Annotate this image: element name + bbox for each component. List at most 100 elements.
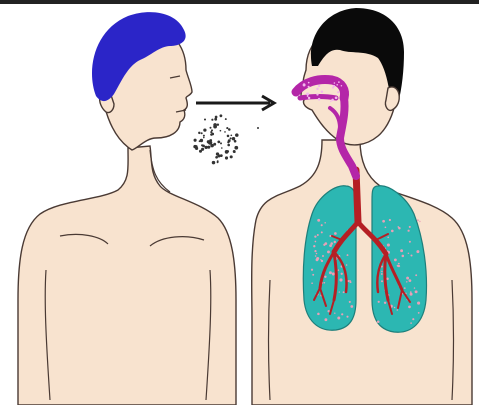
alveolus xyxy=(349,301,351,303)
alveolus xyxy=(316,253,318,255)
alveolus xyxy=(386,278,389,281)
alveolus xyxy=(317,313,320,316)
droplet xyxy=(230,134,232,136)
alveolus xyxy=(409,241,411,243)
airway-droplet xyxy=(318,85,320,87)
arrow-right-icon xyxy=(196,96,274,110)
alveolus xyxy=(320,259,321,260)
alveolus xyxy=(402,255,405,258)
droplet xyxy=(227,144,230,147)
alveolus xyxy=(400,249,403,252)
alveolus xyxy=(338,269,340,271)
alveolus xyxy=(324,282,326,284)
droplet xyxy=(225,118,227,120)
alveolus xyxy=(382,220,385,223)
alveolus xyxy=(332,272,335,275)
person-inhaling-icon xyxy=(252,8,472,405)
airway-droplet xyxy=(338,81,340,83)
alveolus xyxy=(314,235,316,237)
alveolus xyxy=(322,255,324,257)
airway-droplet xyxy=(308,82,310,84)
alveolus xyxy=(377,321,380,324)
airway-droplet xyxy=(330,101,331,102)
airway-droplet xyxy=(316,93,318,95)
airway-droplet xyxy=(321,91,323,93)
alveolus xyxy=(415,274,417,276)
alveolus xyxy=(404,287,406,289)
droplet xyxy=(224,131,226,133)
droplet xyxy=(234,151,236,153)
alveolus xyxy=(418,312,420,314)
alveolus xyxy=(406,281,407,282)
droplet xyxy=(203,137,205,139)
alveolus xyxy=(406,277,409,280)
airway-droplet xyxy=(341,85,343,87)
droplet xyxy=(213,123,217,127)
alveolus xyxy=(378,301,380,303)
left-torso xyxy=(18,146,236,405)
airway-droplet xyxy=(337,91,339,93)
alveolus xyxy=(329,244,332,247)
alveolus xyxy=(347,254,349,256)
alveolus xyxy=(407,230,409,232)
droplet xyxy=(203,128,206,131)
droplet xyxy=(220,130,222,132)
alveolus xyxy=(327,250,330,253)
alveolus xyxy=(324,222,326,224)
alveolus xyxy=(397,265,399,267)
airway-droplet xyxy=(331,99,334,102)
alveolus xyxy=(410,322,412,324)
alveolus xyxy=(316,257,319,260)
alveolus xyxy=(381,280,383,282)
droplet xyxy=(215,116,218,119)
droplet xyxy=(217,141,220,144)
alveolus xyxy=(381,271,382,272)
droplet xyxy=(228,139,231,142)
alveolus xyxy=(408,306,411,309)
droplet xyxy=(213,143,216,146)
droplet xyxy=(204,146,207,149)
droplet xyxy=(234,146,238,150)
droplet xyxy=(200,139,203,142)
alveolus xyxy=(343,291,345,293)
alveolus xyxy=(321,224,323,226)
alveolus xyxy=(394,258,397,261)
alveolus xyxy=(346,316,348,318)
droplet xyxy=(227,135,230,138)
alveolus xyxy=(394,307,396,309)
airway-droplet xyxy=(303,84,306,87)
droplets-icon xyxy=(193,114,259,164)
droplet xyxy=(220,142,222,144)
alveolus xyxy=(417,302,420,305)
droplet xyxy=(195,147,198,150)
droplet xyxy=(217,161,219,163)
alveolus xyxy=(350,305,353,308)
alveolus xyxy=(334,241,336,243)
alveolus xyxy=(337,317,340,320)
droplet xyxy=(210,127,212,129)
alveolus xyxy=(346,264,348,266)
alveolus xyxy=(315,241,317,243)
alveolus xyxy=(311,282,313,284)
alveolus xyxy=(389,219,391,221)
droplet xyxy=(194,139,197,142)
droplet xyxy=(204,118,206,120)
alveolus xyxy=(410,291,412,293)
right-ear xyxy=(385,87,399,110)
airway-droplet xyxy=(307,95,309,97)
alveolus xyxy=(391,230,394,233)
droplet xyxy=(225,156,228,159)
droplet xyxy=(201,148,204,151)
alveolus xyxy=(349,280,351,282)
droplet xyxy=(230,137,232,139)
alveolus xyxy=(408,253,409,254)
alveolus xyxy=(412,318,414,320)
alveolus xyxy=(387,243,390,246)
alveolus xyxy=(385,226,387,228)
droplet xyxy=(202,145,205,148)
alveolus xyxy=(387,236,389,238)
alveolus xyxy=(339,278,342,281)
right-torso xyxy=(252,140,472,405)
alveolus xyxy=(409,279,412,282)
